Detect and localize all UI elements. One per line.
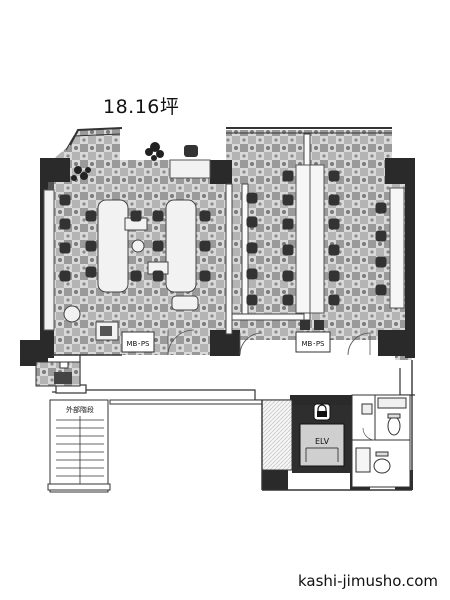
plant-icon	[71, 142, 164, 181]
sink-icon	[373, 458, 391, 474]
area-title: 18.16坪	[103, 96, 180, 118]
elevator-core: ELV	[261, 399, 352, 473]
shaft-right: MB･PS	[295, 320, 331, 353]
window-line	[65, 127, 392, 151]
svg-text:外部階段: 外部階段	[66, 405, 94, 414]
svg-text:MB･PS: MB･PS	[126, 340, 150, 348]
left-landing	[35, 361, 81, 387]
corridor	[52, 355, 415, 401]
conference-area	[43, 145, 211, 341]
shaft-left: MB･PS	[121, 331, 155, 353]
svg-text:ELV: ELV	[315, 437, 330, 446]
desk-rows	[295, 164, 405, 314]
external-stairs: 外部階段	[47, 399, 263, 493]
restroom	[351, 394, 411, 488]
site-url[interactable]: kashi-jimusho.com	[298, 572, 439, 590]
toilet-icon	[387, 416, 401, 436]
svg-text:MB･PS: MB･PS	[301, 340, 325, 348]
door-swings	[167, 329, 371, 356]
interior-lines	[52, 354, 413, 491]
